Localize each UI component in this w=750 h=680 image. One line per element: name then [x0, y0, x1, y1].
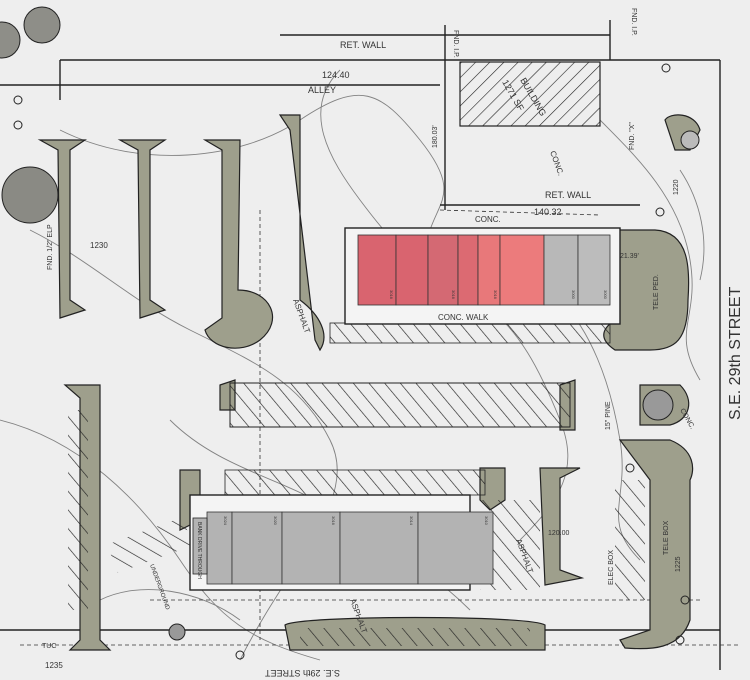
pine-label: 15" PINE [605, 401, 612, 430]
manhole-icon [625, 463, 635, 473]
manhole-icon [680, 595, 690, 605]
retail-unit-bottom [206, 511, 233, 585]
street-bottom-label: S.E. 29th STREET [264, 668, 340, 678]
bank-drive-through-label: BANK DRIVE THROUGH [196, 522, 202, 579]
retail-unit-top-number: 3000 [603, 290, 608, 300]
retail-unit-bottom-number: 3024 [223, 516, 228, 526]
retail-unit-bottom-number: 3020 [273, 516, 278, 526]
drive-thru-lane [107, 517, 193, 573]
parking-row-right [615, 480, 645, 600]
retail-unit-bottom-number: 3010 [484, 516, 489, 526]
elev-mid-label: 140.32 [534, 207, 562, 217]
parking-row-left [68, 410, 88, 610]
tree-icon [23, 6, 61, 44]
fnd-x-label: FND. "X" [629, 122, 636, 150]
manhole-icon [661, 63, 671, 73]
contour-1230-label: 1230 [90, 241, 108, 250]
retail-unit-bottom [417, 511, 494, 585]
bottom-retail-units: 3024 3020 3016 3014 3010 [206, 511, 494, 585]
retail-unit-top-number: 3000 [571, 290, 576, 300]
contour-1235-label: 1235 [45, 661, 63, 670]
manhole-icon [655, 207, 665, 217]
manhole-icon [13, 120, 23, 130]
parking-row-bottom [300, 628, 530, 646]
tree-icon [0, 21, 21, 59]
manhole-icon [13, 95, 23, 105]
dim-180-label: 180.03' [432, 125, 439, 148]
dim-21-label: 21.39' [620, 253, 639, 260]
ret-wall-top-label: RET. WALL [340, 40, 386, 50]
manhole-icon [675, 635, 685, 645]
elec-box-label: ELEC BOX [608, 550, 615, 585]
parking-row-upper-walk [329, 322, 611, 344]
alley-label: ALLEY [308, 85, 336, 95]
existing-building [459, 61, 601, 127]
contour-1225-label: 1225 [675, 556, 682, 572]
island-4 [278, 114, 325, 352]
conc-walk-label: CONC. WALK [438, 313, 489, 322]
fnd-ip-right-label: FND. I.P. [630, 8, 637, 36]
retail-unit-top [395, 234, 429, 306]
landscape-islands [37, 114, 701, 651]
island-bottom-right [618, 439, 694, 650]
retail-unit-bottom-number: 3016 [331, 516, 336, 526]
retail-unit-bottom [281, 511, 341, 585]
top-retail-units: 3016 3016 3016 3000 3000 [357, 234, 611, 306]
retail-unit-top [577, 234, 611, 306]
utility-symbols [13, 63, 690, 660]
bank-drive-through-box [192, 517, 208, 575]
tree-icon [680, 130, 700, 150]
ret-wall-mid-label: RET. WALL [545, 190, 591, 200]
contour-1220-label: 1220 [673, 179, 680, 195]
tele-box-label: TELE BOX [663, 520, 670, 555]
retail-unit-bottom [339, 511, 419, 585]
retail-unit-top [499, 234, 545, 306]
retail-unit-top [357, 234, 397, 306]
island-3 [202, 139, 273, 349]
fnd-ip-top-label: FND. I.P. [452, 30, 459, 58]
island-2 [117, 139, 167, 319]
retail-unit-top [457, 234, 479, 306]
tree-icon [1, 166, 59, 224]
parking-row-lower [224, 469, 486, 496]
manhole-icon [168, 623, 186, 641]
parking-row-middle [229, 382, 571, 428]
tele-ped-label: TELE PED. [653, 274, 660, 310]
fnd-left-label: FND. 1/2" ELP [47, 224, 54, 270]
island-1 [37, 139, 87, 319]
tuc-label: TUC [42, 643, 56, 650]
island-bottom-mid [539, 467, 585, 586]
elev-bottom-label: 120.00 [548, 530, 570, 537]
retail-unit-top-number: 3016 [451, 290, 456, 300]
street-label: S.E. 29th STREET [727, 286, 744, 420]
retail-unit-top [427, 234, 459, 306]
manhole-icon [235, 650, 245, 660]
conc-top-label: CONC. [475, 215, 501, 224]
retail-unit-top-number: 3016 [493, 290, 498, 300]
elev-top-label: 124.40 [322, 70, 350, 80]
retail-unit-top-number: 3016 [389, 290, 394, 300]
trees [0, 6, 700, 421]
retail-unit-bottom-number: 3014 [409, 516, 414, 526]
retail-unit-bottom [231, 511, 283, 585]
tree-icon [642, 389, 674, 421]
